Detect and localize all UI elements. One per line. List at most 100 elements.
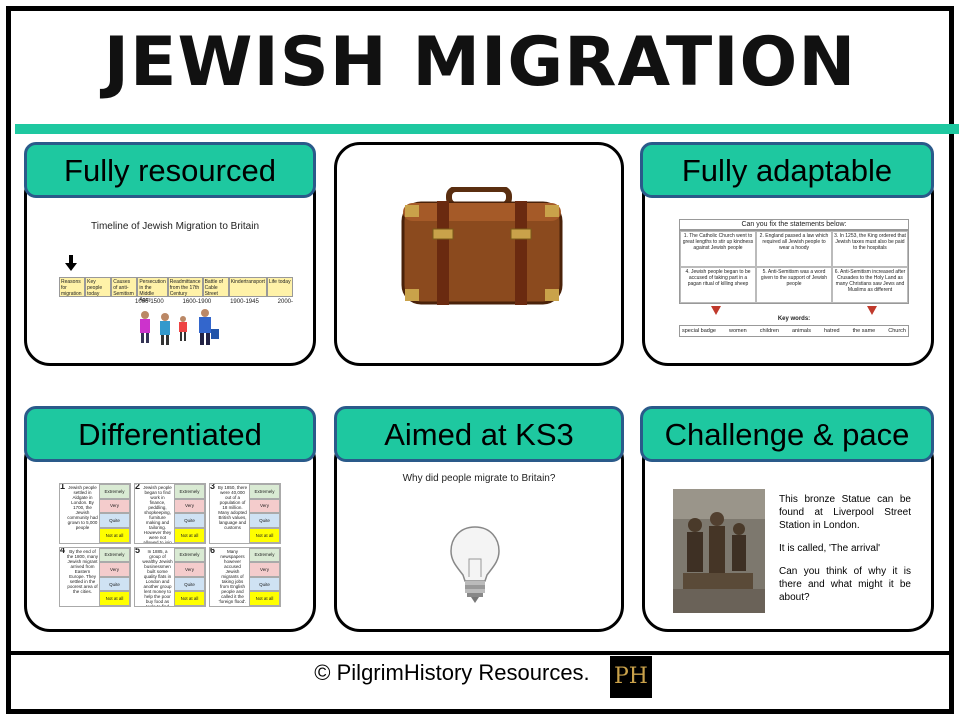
- timeline-date: 1900-1945: [230, 299, 259, 305]
- rating-cell: Quite: [249, 513, 280, 528]
- statement-cell: 2. England passed a law which required a…: [756, 231, 832, 267]
- key-word: the same: [852, 328, 876, 334]
- statue-photo-icon: [673, 489, 765, 613]
- rating-cell: Extremely: [174, 547, 205, 563]
- diff-box-number: 5: [135, 546, 141, 555]
- timeline-cell: Causes of anti-Semitism: [111, 277, 138, 297]
- statement-cell: 1. The Catholic Church went to great len…: [680, 231, 756, 267]
- statement-cell: 3. In 1253, the King ordered that Jewish…: [832, 231, 908, 267]
- timeline-cell: Battle of Cable Street: [202, 277, 229, 297]
- rating-cell: Very: [249, 562, 280, 577]
- rating-cell: Not at all: [174, 527, 205, 543]
- statement-cell: 4. Jewish people began to be accused of …: [680, 267, 756, 303]
- rating-cell: Extremely: [174, 484, 205, 499]
- header-fully-resourced: Fully resourced: [24, 142, 316, 198]
- diff-box-statement: Jewish people began to find work in fina…: [143, 485, 172, 544]
- diff-box-number: 6: [210, 546, 216, 555]
- rating-cell: Not at all: [174, 591, 205, 606]
- timeline-cell: Life today: [266, 277, 293, 297]
- lightbulb-icon: [449, 525, 501, 605]
- statue-para-2: It is called, 'The arrival': [779, 543, 881, 554]
- rating-cell: Very: [174, 562, 205, 577]
- key-word: children: [759, 328, 779, 334]
- rating-cell: Very: [99, 498, 130, 514]
- footer-copyright: © PilgrimHistory Resources.: [0, 660, 960, 686]
- rating-cell: Quite: [249, 576, 280, 592]
- card-challenge-pace: This bronze Statue can be found at Liver…: [642, 434, 934, 632]
- key-word: women: [728, 328, 747, 334]
- timeline-thumbnail: Timeline of Jewish Migration to Britain …: [55, 217, 295, 347]
- red-arrows: [677, 304, 911, 316]
- arrow-down-icon: [867, 306, 877, 315]
- diff-box-statement: Many newspapers however accused Jewish m…: [218, 548, 247, 604]
- timeline-row: Reasons for migration Key people today C…: [59, 277, 293, 303]
- arrow-down-icon: [711, 306, 721, 315]
- statements-thumbnail: Can you fix the statements below: 1. The…: [677, 217, 911, 351]
- suitcase-icon: [397, 187, 567, 313]
- question-text: Why did people migrate to Britain?: [402, 473, 556, 484]
- header-challenge-pace: Challenge & pace: [640, 406, 934, 462]
- card-fully-adaptable: Can you fix the statements below: 1. The…: [642, 168, 934, 366]
- statement-cell: 6. Anti-Semitism increased after Crusade…: [832, 267, 908, 303]
- key-words-row: special badge women children animals hat…: [679, 325, 909, 337]
- diff-box-statement: Jewish people settled in Aldgate in Lond…: [67, 485, 98, 530]
- key-word: Church: [888, 328, 906, 334]
- timeline-date: 2000-: [277, 299, 293, 305]
- rating-cell: Extremely: [249, 484, 280, 499]
- timeline-dates: 1066-1500 1600-1900 1900-1945 2000-: [135, 299, 293, 305]
- timeline-cell: Readmittance from the 17th Century: [167, 277, 203, 297]
- statement-cell: 5. Anti-Semitism was a word given to the…: [756, 267, 832, 303]
- rating-cell: Not at all: [249, 591, 280, 606]
- key-words-label: Key words:: [777, 316, 811, 322]
- statue-para-1: This bronze Statue can be found at Liver…: [779, 494, 911, 531]
- rating-cell: Very: [249, 498, 280, 514]
- rating-cell: Not at all: [249, 527, 280, 543]
- arrow-down-icon: [65, 255, 77, 271]
- migrants-clipart-icon: [133, 309, 223, 349]
- header-aimed-ks3: Aimed at KS3: [334, 406, 624, 462]
- rating-cell: Extremely: [99, 547, 130, 563]
- pilgrim-history-logo: PH: [610, 656, 652, 698]
- rating-cell: Not at all: [99, 527, 130, 543]
- rating-cell: Very: [99, 562, 130, 577]
- statements-grid: 1. The Catholic Church went to great len…: [679, 230, 909, 304]
- rating-cell: Quite: [99, 513, 130, 528]
- timeline-date: 1066-1500: [135, 299, 164, 305]
- header-differentiated: Differentiated: [24, 406, 316, 462]
- diff-box-statement: By the end of the 1800, many Jewish migr…: [67, 548, 99, 594]
- statue-description: This bronze Statue can be found at Liver…: [779, 493, 911, 604]
- timeline-date: 1600-1900: [182, 299, 212, 305]
- diff-box-statement: In 1885, a group of wealthy Jewish busin…: [142, 548, 173, 607]
- diff-box-number: 1: [60, 483, 66, 491]
- timeline-cell: Persecution in the Middle Ages: [137, 277, 168, 303]
- footer-divider: [11, 651, 949, 655]
- timeline-cell: Reasons for migration: [59, 277, 86, 297]
- card-aimed-ks3: Why did people migrate to Britain?: [334, 434, 624, 632]
- diff-box-statement: By 1850, there were 40,000 out of a popu…: [217, 485, 248, 530]
- card-suitcase: [334, 142, 624, 366]
- timeline-title: Timeline of Jewish Migration to Britain: [90, 221, 260, 232]
- timeline-cell: Kindertransport: [228, 277, 267, 297]
- rating-cell: Very: [174, 498, 205, 514]
- diff-box-number: 4: [60, 546, 66, 555]
